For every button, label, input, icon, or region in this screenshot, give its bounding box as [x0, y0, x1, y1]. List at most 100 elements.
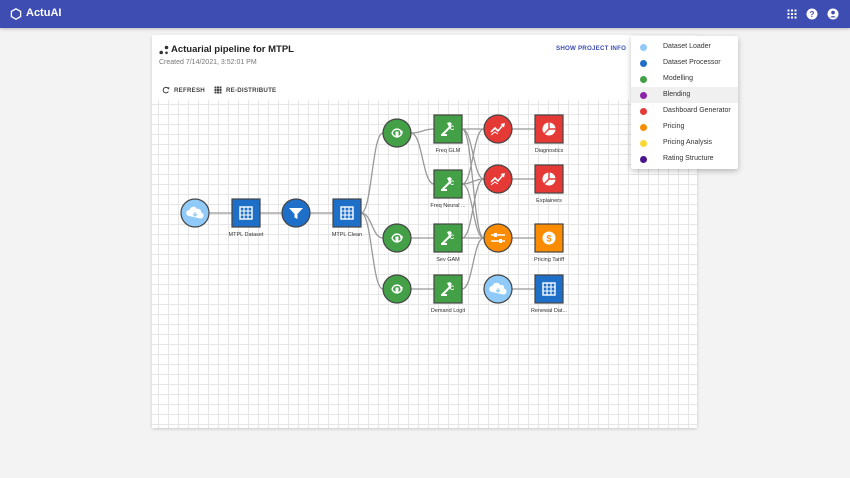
pipeline-node-split2[interactable] — [382, 223, 412, 253]
hexagon-logo-icon — [10, 8, 22, 20]
pipeline-node-split3[interactable] — [382, 274, 412, 304]
legend-item-blending[interactable]: Blending — [631, 87, 738, 103]
edge-layer — [209, 128, 535, 290]
pipeline-edge — [410, 132, 435, 185]
model-split-icon — [391, 284, 403, 294]
legend-color-dot — [640, 140, 647, 147]
legend-color-dot — [640, 156, 647, 163]
app-name[interactable]: ActuAI — [26, 7, 62, 19]
table-grid-icon — [239, 206, 253, 220]
node-label: Explainers — [536, 198, 562, 204]
trend-icon — [490, 123, 505, 136]
node-shape — [483, 114, 513, 144]
created-timestamp: Created 7/14/2021, 3:52:01 PM — [159, 59, 257, 66]
node-shape — [534, 223, 564, 253]
pipeline-icon — [159, 45, 169, 55]
pipeline-node-mtpl[interactable]: MTPL Dataset — [229, 198, 264, 238]
pipeline-card: Actuarial pipeline for MTPL Created 7/14… — [152, 35, 697, 428]
pipeline-edge — [461, 128, 485, 185]
legend-item-dataset-loader[interactable]: Dataset Loader — [631, 39, 738, 55]
node-label: Diagnostics — [535, 148, 564, 154]
pipeline-node-expl[interactable]: Explainers — [534, 164, 564, 204]
legend-item-dataset-processor[interactable]: Dataset Processor — [631, 55, 738, 71]
pie-chart-icon — [542, 172, 556, 186]
pipeline-node-freq_glm[interactable]: C Freq GLM — [433, 114, 463, 154]
pipeline-node-diag[interactable]: Diagnostics — [534, 114, 564, 154]
node-label: Freq GLM — [436, 148, 461, 154]
legend-item-label: Dashboard Generator — [663, 107, 731, 114]
pipeline-node-loader2[interactable] — [483, 274, 513, 304]
node-label: MTPL Clean — [332, 232, 362, 238]
filter-icon — [289, 208, 303, 219]
node-shape — [483, 164, 513, 194]
pipeline-node-trend2[interactable] — [483, 164, 513, 194]
pipeline-node-filter[interactable] — [281, 198, 311, 228]
pipeline-node-clean[interactable]: MTPL Clean — [332, 198, 362, 238]
model-icon: C — [441, 122, 455, 136]
node-shape — [534, 274, 564, 304]
node-label: Pricing Tariff — [534, 257, 565, 263]
node-label: Freq Neural ... — [430, 203, 466, 209]
legend-item-label: Blending — [663, 91, 691, 98]
node-shape — [231, 198, 261, 228]
pie-chart-icon — [542, 122, 556, 136]
help-icon[interactable]: ? — [805, 7, 819, 21]
svg-text:C: C — [450, 181, 455, 187]
legend-item-label: Pricing Analysis — [663, 139, 713, 146]
model-split-icon — [391, 128, 403, 138]
legend-item-label: Dataset Processor — [663, 59, 721, 66]
cloud-download-icon — [489, 282, 507, 295]
table-grid-icon — [542, 282, 556, 296]
apps-grid-icon[interactable] — [785, 7, 799, 21]
node-label: MTPL Dataset — [229, 232, 264, 238]
legend-item-pricing[interactable]: Pricing — [631, 119, 738, 135]
pipeline-node-tariff[interactable]: $ Pricing Tariff — [534, 223, 565, 263]
pipeline-node-loader1[interactable] — [180, 198, 210, 228]
pipeline-edge — [410, 128, 435, 134]
show-project-info-button[interactable]: SHOW PROJECT INFO — [556, 45, 627, 52]
pipeline-edge — [461, 128, 485, 239]
legend-item-pricing-analysis[interactable]: Pricing Analysis — [631, 135, 738, 151]
model-icon: C — [441, 282, 455, 296]
legend-item-dashboard-generator[interactable]: Dashboard Generator — [631, 103, 738, 119]
pipeline-node-trend1[interactable] — [483, 114, 513, 144]
redistribute-label: RE-DISTRIBUTE — [226, 87, 277, 94]
refresh-icon — [162, 86, 170, 94]
sliders-icon — [491, 233, 505, 243]
pipeline-node-split1[interactable] — [382, 118, 412, 148]
legend-item-label: Pricing — [663, 123, 685, 130]
legend-item-modelling[interactable]: Modelling — [631, 71, 738, 87]
pipeline-edge — [360, 212, 384, 290]
top-app-bar: ActuAI ? — [0, 0, 850, 28]
legend-color-dot — [640, 108, 647, 115]
page-title: Actuarial pipeline for MTPL — [171, 44, 294, 55]
model-split-icon — [391, 233, 403, 243]
model-icon: C — [441, 231, 455, 245]
node-shape — [483, 223, 513, 253]
legend-color-dot — [640, 124, 647, 131]
pipeline-node-tune[interactable] — [483, 223, 513, 253]
account-icon[interactable] — [826, 7, 840, 21]
svg-text:?: ? — [810, 10, 815, 19]
pipeline-node-freq_nn[interactable]: C Freq Neural ... — [430, 169, 466, 209]
svg-text:C: C — [450, 286, 455, 292]
trend-icon — [490, 173, 505, 186]
refresh-label: REFRESH — [174, 87, 205, 94]
legend-item-label: Modelling — [663, 75, 693, 82]
pipeline-node-renewal[interactable]: Renewal Dat... — [531, 274, 568, 314]
model-icon: C — [441, 177, 455, 191]
node-label: Renewal Dat... — [531, 308, 568, 314]
table-grid-icon — [340, 206, 354, 220]
legend-item-label: Dataset Loader — [663, 43, 711, 50]
pipeline-edge — [461, 178, 485, 185]
legend-item-rating-structure[interactable]: Rating Structure — [631, 151, 738, 167]
dollar-icon: $ — [542, 231, 556, 245]
grid-icon — [214, 86, 222, 94]
pipeline-edge — [461, 237, 485, 290]
